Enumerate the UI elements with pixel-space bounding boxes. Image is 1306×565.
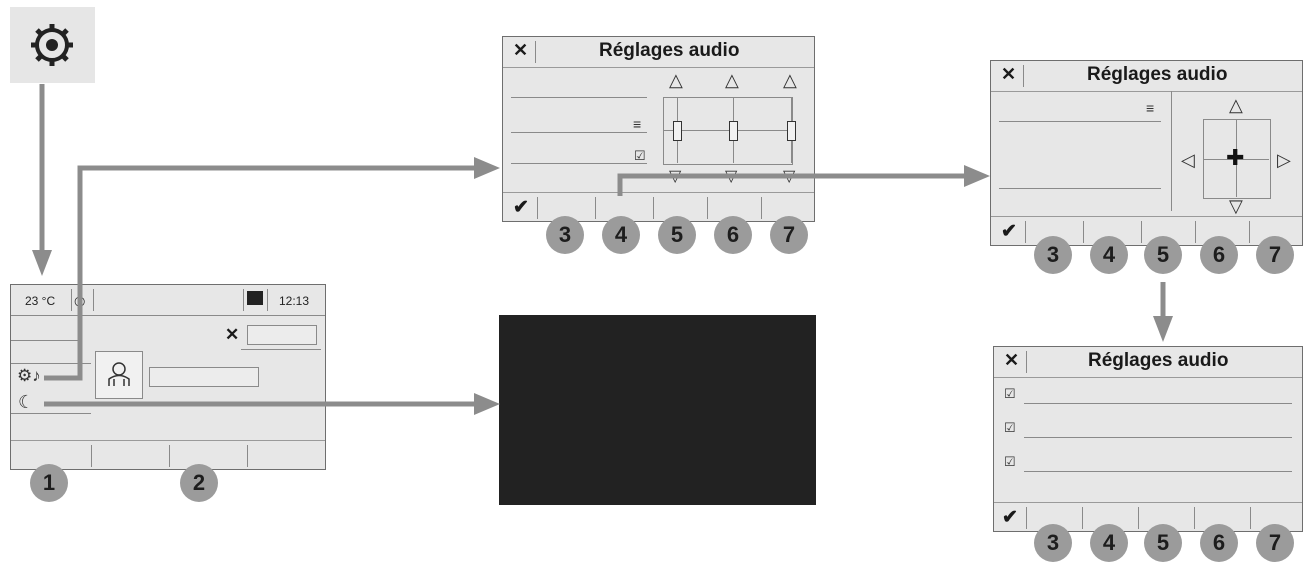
message-icon — [247, 291, 263, 305]
badge-7: 7 — [770, 216, 808, 254]
close-button[interactable]: ✕ — [1004, 350, 1020, 370]
down-arrow[interactable]: ▽ — [725, 168, 738, 185]
profile-button[interactable] — [95, 351, 143, 399]
time-label: 12:13 — [279, 294, 310, 308]
profile-name-field[interactable] — [149, 367, 259, 387]
badge-5: 5 — [658, 216, 696, 254]
close-button[interactable]: ✕ — [513, 40, 529, 60]
checkbox-icon[interactable]: ☑ — [1004, 420, 1016, 435]
checkbox-icon[interactable]: ☑ — [1004, 454, 1016, 469]
audio-settings-icon[interactable]: ⚙♪ — [17, 366, 41, 385]
badge-6: 6 — [1200, 236, 1238, 274]
badge-3: 3 — [1034, 524, 1072, 562]
gear-icon — [31, 24, 73, 66]
badge-7: 7 — [1256, 236, 1294, 274]
list-icon: ≡ — [1146, 100, 1155, 116]
badge-4: 4 — [1090, 236, 1128, 274]
night-mode-icon[interactable]: ☾ — [18, 392, 35, 412]
confirm-button[interactable]: ✔ — [1002, 507, 1018, 528]
screen-title: Réglages audio — [599, 40, 740, 61]
right-arrow[interactable]: ▷ — [1277, 150, 1291, 170]
checkbox-icon[interactable]: ☑ — [1004, 386, 1016, 401]
badge-3: 3 — [546, 216, 584, 254]
badge-7: 7 — [1256, 524, 1294, 562]
audio-settings-screen-3: ✕ Réglages audio ☑ ☑ ☑ ✔ — [993, 346, 1303, 532]
up-arrow[interactable]: △ — [783, 70, 797, 90]
slider-handle[interactable] — [673, 121, 682, 141]
confirm-button[interactable]: ✔ — [1001, 221, 1017, 242]
display-off-screen — [499, 315, 816, 505]
badge-1: 1 — [30, 464, 68, 502]
top-field[interactable] — [247, 325, 317, 345]
close-button[interactable]: ✕ — [225, 325, 240, 344]
temperature-label: 23 °C — [25, 294, 56, 308]
badge-2: 2 — [180, 464, 218, 502]
audio-settings-screen-1: ✕ Réglages audio △ △ △ ≡ ☑ ▽ ▽ ▽ ✔ — [502, 36, 815, 222]
list-icon: ≡ — [633, 116, 642, 132]
equalizer-grid — [663, 97, 793, 165]
down-arrow[interactable]: ▽ — [669, 168, 682, 185]
badge-4: 4 — [602, 216, 640, 254]
close-button[interactable]: ✕ — [1001, 64, 1017, 84]
slider-handle[interactable] — [787, 121, 796, 141]
badge-3: 3 — [1034, 236, 1072, 274]
up-arrow[interactable]: △ — [725, 70, 739, 90]
up-arrow[interactable]: △ — [669, 70, 683, 90]
badge-5: 5 — [1144, 524, 1182, 562]
checkbox-icon[interactable]: ☑ — [634, 148, 646, 163]
user-icon — [108, 362, 130, 386]
main-screen: 23 °C ◎ 12:13 ✕ ⚙♪ ☾ — [10, 284, 326, 470]
badge-6: 6 — [1200, 524, 1238, 562]
down-arrow[interactable]: ▽ — [783, 168, 796, 185]
confirm-button[interactable]: ✔ — [513, 197, 529, 218]
down-arrow[interactable]: ▽ — [1229, 196, 1243, 216]
badge-5: 5 — [1144, 236, 1182, 274]
screen-title: Réglages audio — [1088, 350, 1229, 371]
slider-handle[interactable] — [729, 121, 738, 141]
balance-cursor[interactable]: ✚ — [1226, 145, 1245, 170]
badge-6: 6 — [714, 216, 752, 254]
left-arrow[interactable]: ◁ — [1181, 150, 1195, 170]
badge-4: 4 — [1090, 524, 1128, 562]
up-arrow[interactable]: △ — [1229, 95, 1243, 115]
screen-title: Réglages audio — [1087, 64, 1228, 85]
signal-icon: ◎ — [74, 293, 86, 308]
settings-tile[interactable] — [10, 7, 95, 83]
audio-settings-screen-2: ✕ Réglages audio ≡ △ ✚ ◁ ▷ ▽ ✔ — [990, 60, 1303, 246]
